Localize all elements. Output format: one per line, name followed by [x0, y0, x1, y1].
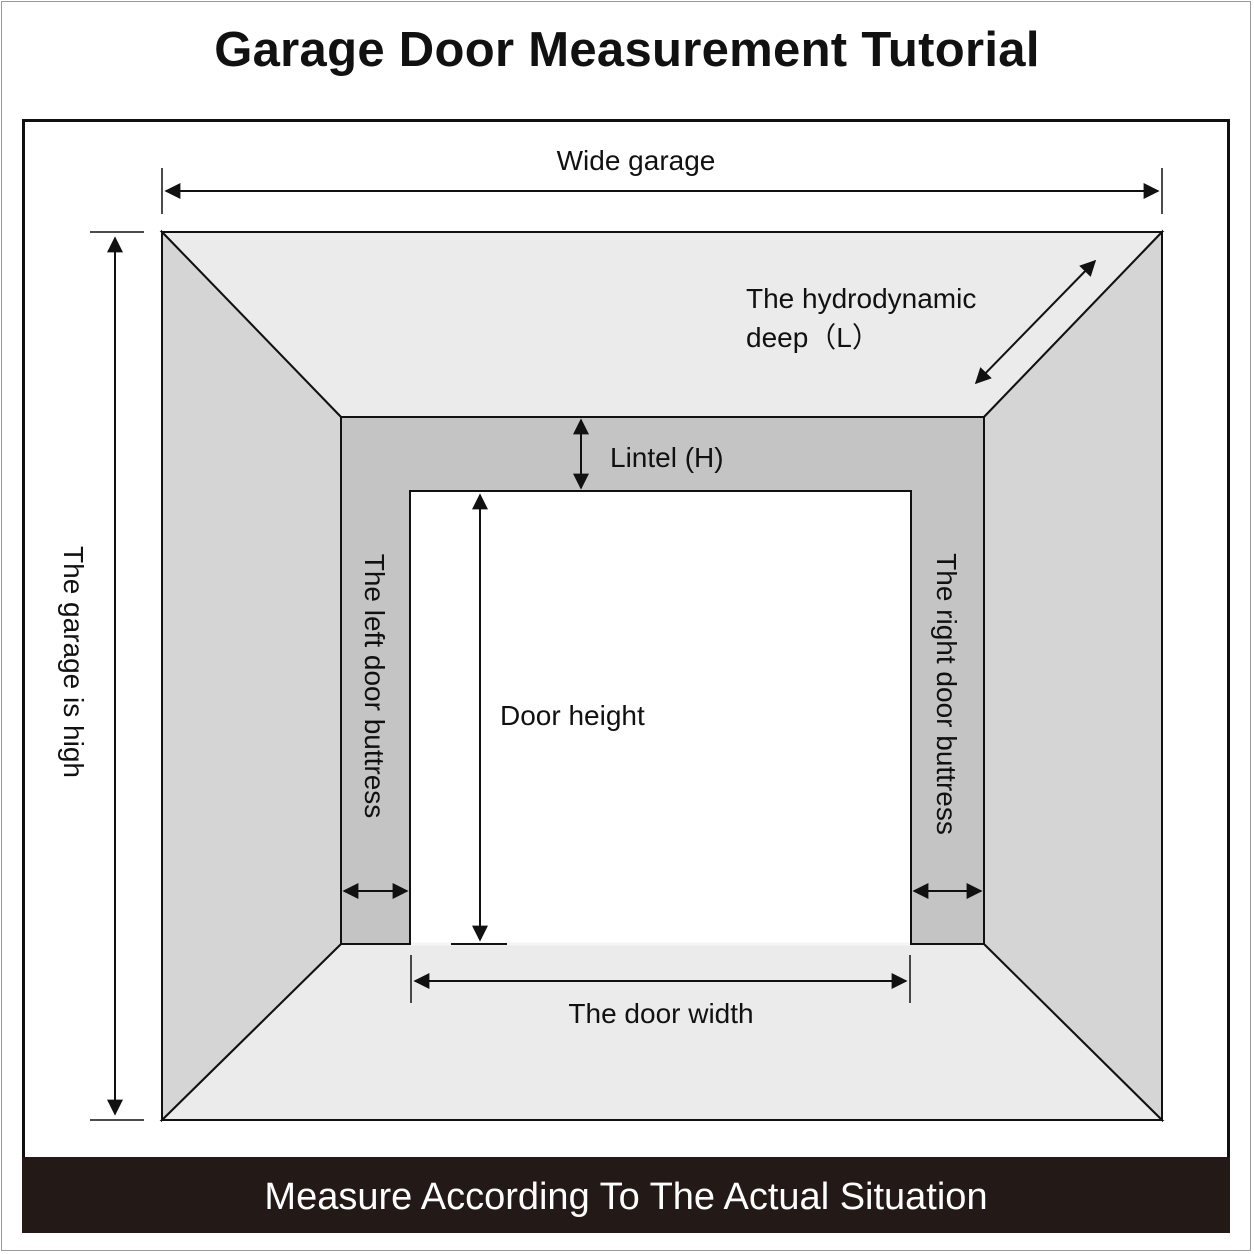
- footer-banner: Measure According To The Actual Situatio…: [22, 1157, 1230, 1233]
- hydrodynamic-label-line1: The hydrodynamic: [746, 283, 976, 314]
- door-width-label: The door width: [568, 998, 753, 1029]
- hydrodynamic-depth-arrow: [974, 259, 1097, 385]
- left-buttress-label: The left door buttress: [359, 554, 390, 819]
- right-buttress-label: The right door buttress: [931, 553, 962, 835]
- garage-high-label: The garage is high: [58, 546, 89, 778]
- hydrodynamic-label-line2: deep（L）: [746, 322, 880, 353]
- wide-garage-label: Wide garage: [557, 145, 716, 176]
- page-title: Garage Door Measurement Tutorial: [214, 23, 1040, 77]
- door-opening: [409, 490, 912, 945]
- door-height-label: Door height: [500, 700, 645, 731]
- lintel-label: Lintel (H): [610, 442, 724, 473]
- footer-text: Measure According To The Actual Situatio…: [264, 1176, 988, 1218]
